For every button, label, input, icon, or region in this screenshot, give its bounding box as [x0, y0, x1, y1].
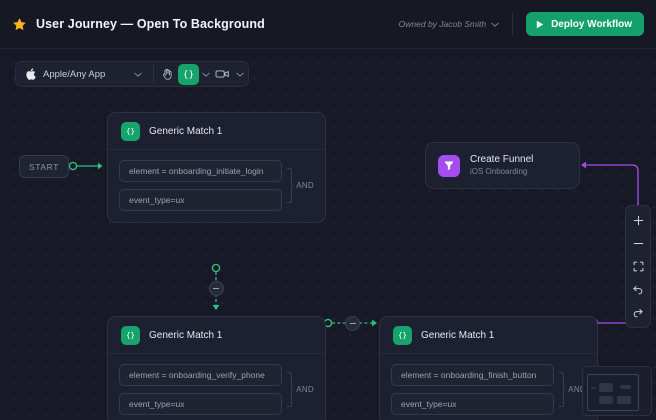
zoom-out-button[interactable]	[627, 233, 649, 254]
condition-list: element = onboarding_initiate_login even…	[119, 160, 283, 211]
operator-group: AND	[286, 160, 314, 211]
owner-label: Owned by Jacob Smith	[398, 19, 487, 29]
undo-button[interactable]	[627, 279, 649, 300]
start-node[interactable]: START	[19, 155, 69, 178]
video-camera-tool-button[interactable]	[212, 64, 233, 85]
owner-dropdown[interactable]: Owned by Jacob Smith	[399, 19, 499, 29]
node-title: Generic Match 1	[149, 329, 223, 341]
operator-group: AND	[558, 364, 586, 415]
node-create-funnel[interactable]: Create Funnel iOS Onboarding	[425, 142, 580, 189]
node-header: Generic Match 1	[380, 317, 597, 354]
node-body: element = onboarding_initiate_login even…	[108, 150, 325, 222]
funnel-icon	[438, 154, 460, 177]
zoom-toolbar	[625, 205, 651, 328]
minus-icon	[213, 288, 219, 289]
video-tool-group	[212, 64, 246, 85]
condition-pill[interactable]: element = onboarding_finish_button	[391, 364, 555, 386]
minimap[interactable]	[582, 366, 652, 416]
node-generic-match-1-top[interactable]: Generic Match 1 element = onboarding_ini…	[107, 112, 326, 223]
fit-screen-button[interactable]	[627, 256, 649, 277]
bracket-icon	[558, 371, 566, 407]
edge-start-to-top	[68, 161, 103, 171]
deploy-workflow-button[interactable]: Deploy Workflow	[526, 12, 644, 36]
funnel-title: Create Funnel	[470, 154, 534, 165]
condition-list: element = onboarding_finish_button event…	[391, 364, 555, 415]
chevron-down-icon	[134, 72, 142, 77]
page-title: User Journey — Open To Background	[36, 17, 265, 31]
condition-text: element = onboarding_verify_phone	[129, 370, 265, 380]
edge-collapse-button-horizontal[interactable]	[345, 315, 360, 331]
video-camera-icon	[215, 70, 229, 78]
edge-collapse-button-vertical[interactable]	[208, 281, 224, 296]
deploy-workflow-label: Deploy Workflow	[551, 18, 632, 30]
condition-text: element = onboarding_initiate_login	[129, 166, 264, 176]
app-select-dropdown[interactable]: Apple/Any App	[18, 63, 150, 85]
code-brackets-tool-button[interactable]	[178, 63, 199, 85]
funnel-text-group: Create Funnel iOS Onboarding	[470, 153, 533, 178]
chevron-down-icon	[201, 72, 210, 77]
node-title: Generic Match 1	[149, 125, 223, 137]
minimap-node	[599, 396, 613, 404]
bracket-icon	[286, 371, 294, 407]
minimap-node	[620, 385, 631, 389]
node-body: element = onboarding_finish_button event…	[380, 354, 597, 420]
hand-tool-button[interactable]	[157, 64, 178, 85]
node-body: element = onboarding_verify_phone event_…	[108, 354, 325, 420]
workflow-canvas[interactable]: START Generic Match 1 element = onboardi…	[0, 49, 656, 420]
node-title: Generic Match 1	[421, 329, 495, 341]
minus-icon	[349, 322, 356, 324]
condition-pill[interactable]: element = onboarding_initiate_login	[119, 160, 283, 182]
redo-button[interactable]	[627, 302, 649, 323]
minimap-viewport[interactable]	[587, 374, 639, 411]
funnel-subtitle: iOS Onboarding	[470, 167, 528, 176]
condition-pill[interactable]: event_type=ux	[119, 189, 283, 211]
condition-text: event_type=ux	[129, 195, 185, 205]
plus-icon	[633, 215, 643, 226]
start-node-label: START	[28, 161, 60, 172]
operator-group: AND	[286, 364, 314, 415]
header-right-group: Owned by Jacob Smith Deploy Workflow	[399, 12, 644, 36]
code-tool-group	[178, 63, 212, 85]
fit-screen-icon	[633, 261, 643, 272]
minimap-node	[591, 387, 596, 389]
condition-pill[interactable]: event_type=ux	[391, 393, 555, 415]
code-brackets-icon	[184, 69, 193, 79]
condition-pill[interactable]: event_type=ux	[119, 393, 283, 415]
node-generic-match-1-bottom-right[interactable]: Generic Match 1 element = onboarding_fin…	[379, 316, 598, 420]
hand-icon	[163, 68, 172, 80]
code-brackets-icon	[121, 325, 140, 345]
video-tool-dropdown[interactable]	[233, 64, 246, 85]
condition-text: event_type=ux	[401, 399, 457, 409]
redo-arrow-icon	[633, 308, 643, 317]
condition-text: event_type=ux	[129, 399, 185, 409]
zoom-in-button[interactable]	[627, 210, 649, 231]
code-brackets-icon	[393, 325, 412, 345]
app-select-label: Apple/Any App	[43, 68, 106, 80]
toolbar-divider	[153, 65, 154, 83]
header-divider	[512, 13, 514, 35]
chevron-down-icon	[235, 72, 244, 77]
minimap-node	[617, 396, 631, 404]
operator-label: AND	[296, 181, 314, 190]
condition-pill[interactable]: element = onboarding_verify_phone	[119, 364, 283, 386]
star-icon[interactable]	[12, 17, 27, 32]
node-generic-match-1-bottom-left[interactable]: Generic Match 1 element = onboarding_ver…	[107, 316, 326, 420]
undo-arrow-icon	[633, 285, 643, 294]
condition-list: element = onboarding_verify_phone event_…	[119, 364, 283, 415]
code-brackets-icon	[121, 121, 140, 141]
code-tool-dropdown[interactable]	[199, 64, 212, 85]
node-header: Generic Match 1	[108, 113, 325, 150]
bracket-icon	[286, 167, 294, 203]
apple-icon	[26, 68, 36, 80]
minus-icon	[633, 242, 643, 245]
condition-text: element = onboarding_finish_button	[401, 370, 537, 380]
node-header: Generic Match 1	[108, 317, 325, 354]
chevron-down-icon	[491, 22, 499, 27]
app-header: User Journey — Open To Background Owned …	[0, 0, 656, 49]
minimap-node	[599, 383, 613, 392]
canvas-toolbar: Apple/Any App	[15, 61, 249, 87]
operator-label: AND	[568, 385, 586, 394]
operator-label: AND	[296, 385, 314, 394]
play-icon	[536, 20, 544, 28]
